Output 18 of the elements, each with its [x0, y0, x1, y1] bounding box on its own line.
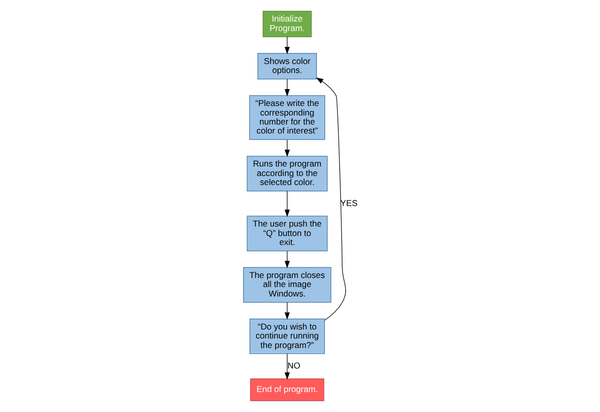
edge-label: NO — [287, 360, 300, 371]
arrow — [315, 77, 346, 321]
node-box: The program closes all the image Windows. — [242, 267, 331, 303]
arrow — [284, 353, 290, 380]
node-box: Runs the program according to the selected color. — [246, 156, 328, 192]
arrow — [284, 36, 290, 54]
node-box: Initialize Program. — [262, 10, 312, 38]
arrow — [284, 139, 290, 158]
node-box: The user push the “Q” button to exit. — [246, 216, 328, 252]
arrow — [284, 302, 290, 320]
node-box: “Please write the corresponding number for the color of interest” — [248, 95, 325, 140]
node-box: “Do you wish to continue running the program?” — [249, 318, 324, 354]
node-box: End of program. — [250, 378, 324, 402]
arrow — [284, 78, 290, 96]
node-box: Shows color options. — [257, 53, 316, 80]
arrow — [284, 190, 290, 218]
edge-label: YES — [340, 198, 358, 208]
arrow — [284, 250, 290, 268]
